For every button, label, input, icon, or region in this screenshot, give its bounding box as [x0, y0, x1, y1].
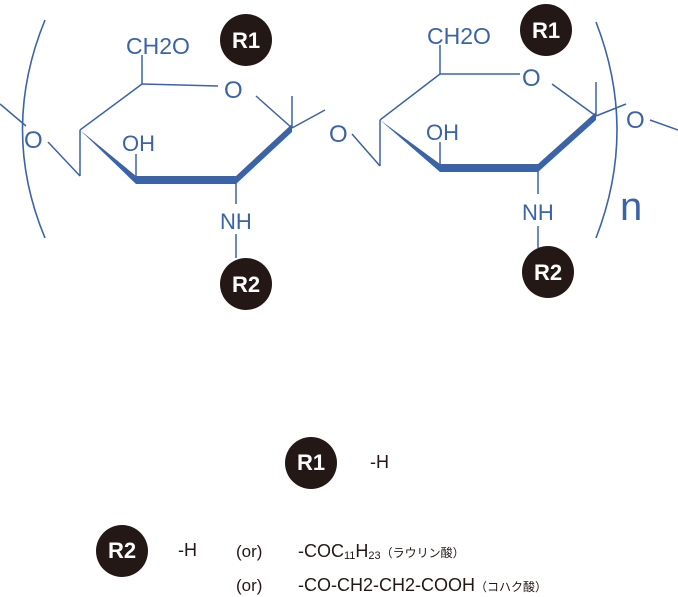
- glycosidic-oxygen-right: O: [626, 107, 645, 134]
- r1-badge-2-label: R1: [532, 18, 560, 43]
- r2-badge-2: [522, 246, 574, 298]
- option-2-formula: -CO-CH2-CH2-COOH: [298, 575, 475, 595]
- ring-oxygen-1: O: [224, 77, 243, 104]
- r2-badge-1-label: R2: [232, 272, 260, 297]
- option-2-note: （コハク酸）: [475, 580, 548, 594]
- hydroxyl-1: OH: [122, 131, 155, 156]
- left-bracket: [21, 19, 46, 239]
- r1-badge-2: [520, 4, 572, 56]
- right-bracket: [595, 21, 618, 239]
- r2-badge-1: [220, 258, 272, 310]
- bridge-bonds: [351, 133, 381, 167]
- hydroxyl-2: OH: [426, 120, 459, 145]
- legend-option-2: -CO-CH2-CH2-COOH（コハク酸）: [298, 575, 547, 596]
- sugar-ring-2: [379, 45, 678, 248]
- legend-r2-value: -H: [178, 540, 197, 560]
- repeat-subscript-n: n: [620, 185, 642, 229]
- legend-option-1: -COC11H23（ラウリン酸）: [298, 541, 465, 562]
- sugar-ring-1: [0, 55, 326, 258]
- legend-r1-badge: R1: [285, 437, 337, 489]
- amine-1: NH: [220, 209, 252, 234]
- ch2o-group-1: CH2O: [126, 33, 190, 59]
- ring-oxygen-2: O: [522, 65, 541, 92]
- legend-r2-badge: R2: [96, 525, 148, 577]
- amine-2: NH: [522, 200, 554, 225]
- option-1-sub1: 11: [344, 550, 356, 562]
- option-1-prefix: -COC: [298, 541, 344, 561]
- glycosidic-oxygen-left: O: [24, 127, 43, 154]
- r2-badge-2-label: R2: [534, 260, 562, 285]
- legend-or-2: (or): [236, 576, 263, 595]
- legend-or-1: (or): [236, 542, 263, 561]
- legend-r1-value: -H: [370, 452, 389, 472]
- ch2o-group-2: CH2O: [427, 23, 491, 49]
- r1-badge-1: [220, 14, 272, 66]
- option-1-sub2: 23: [368, 550, 381, 562]
- glycosidic-oxygen-bridge: O: [329, 121, 348, 148]
- option-1-mid: H: [355, 541, 369, 561]
- r1-badge-1-label: R1: [232, 28, 260, 53]
- option-1-note: （ラウリン酸）: [380, 546, 465, 560]
